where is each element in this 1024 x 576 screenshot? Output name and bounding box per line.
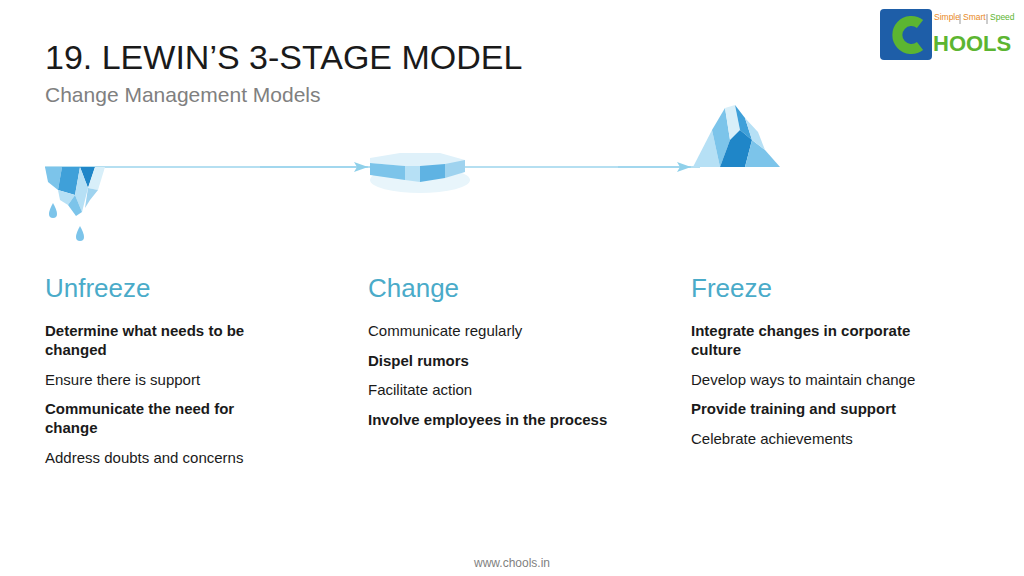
ice-facet bbox=[420, 164, 445, 182]
slide-title: 19. LEWIN’S 3-STAGE MODEL bbox=[45, 38, 522, 76]
stage-action: Integrate changes in corporate culture bbox=[691, 321, 931, 359]
ice-facet bbox=[445, 160, 465, 178]
slide-subtitle: Change Management Models bbox=[45, 82, 321, 107]
logo-separator bbox=[987, 14, 988, 24]
stage-column: FreezeIntegrate changes in corporate cul… bbox=[691, 105, 931, 458]
logo-tagline: Simple bbox=[934, 13, 960, 23]
stage-action: Communicate regularly bbox=[368, 321, 618, 340]
logo-square bbox=[880, 9, 932, 60]
stage-action: Facilitate action bbox=[368, 380, 618, 399]
ice-facet bbox=[88, 167, 105, 190]
stage-heading: Unfreeze bbox=[45, 273, 260, 303]
logo-c bbox=[897, 21, 920, 49]
ice-facet bbox=[745, 118, 765, 150]
melting-iceberg bbox=[45, 167, 105, 241]
stage-action: Determine what needs to be changed bbox=[45, 321, 260, 359]
water-drop bbox=[76, 226, 84, 241]
ice-facet bbox=[85, 188, 98, 208]
ice-floe bbox=[370, 153, 470, 193]
stage-action: Involve employees in the process bbox=[368, 410, 618, 429]
stage-action: Ensure there is support bbox=[45, 370, 260, 389]
stage-column: ChangeCommunicate regularlyDispel rumors… bbox=[368, 105, 618, 439]
ice-facet bbox=[370, 163, 405, 180]
stage-action: Celebrate achievements bbox=[691, 429, 931, 448]
footer-url: www.chools.in bbox=[0, 557, 1024, 571]
stage-arrow bbox=[618, 166, 691, 168]
ice-facet bbox=[405, 166, 420, 182]
stage-action: Communicate the need for change bbox=[45, 399, 260, 437]
ice-facet bbox=[68, 195, 82, 216]
logo-tagline: Smart bbox=[963, 13, 986, 23]
stage-heading: Freeze bbox=[691, 273, 931, 303]
stage-heading: Change bbox=[368, 273, 618, 303]
stage-arrow bbox=[260, 166, 368, 168]
stage-action: Address doubts and concerns bbox=[45, 448, 260, 467]
logo-wordmark: HOOLS bbox=[933, 31, 1011, 56]
stage-action: Provide training and support bbox=[691, 399, 931, 418]
stage-column: UnfreezeDetermine what needs to be chang… bbox=[45, 105, 260, 477]
stage-action: Dispel rumors bbox=[368, 351, 618, 370]
water-drop bbox=[49, 203, 57, 218]
iceberg bbox=[693, 105, 780, 167]
stage-action: Develop ways to maintain change bbox=[691, 370, 931, 389]
logo-tagline: Speed bbox=[990, 13, 1015, 23]
